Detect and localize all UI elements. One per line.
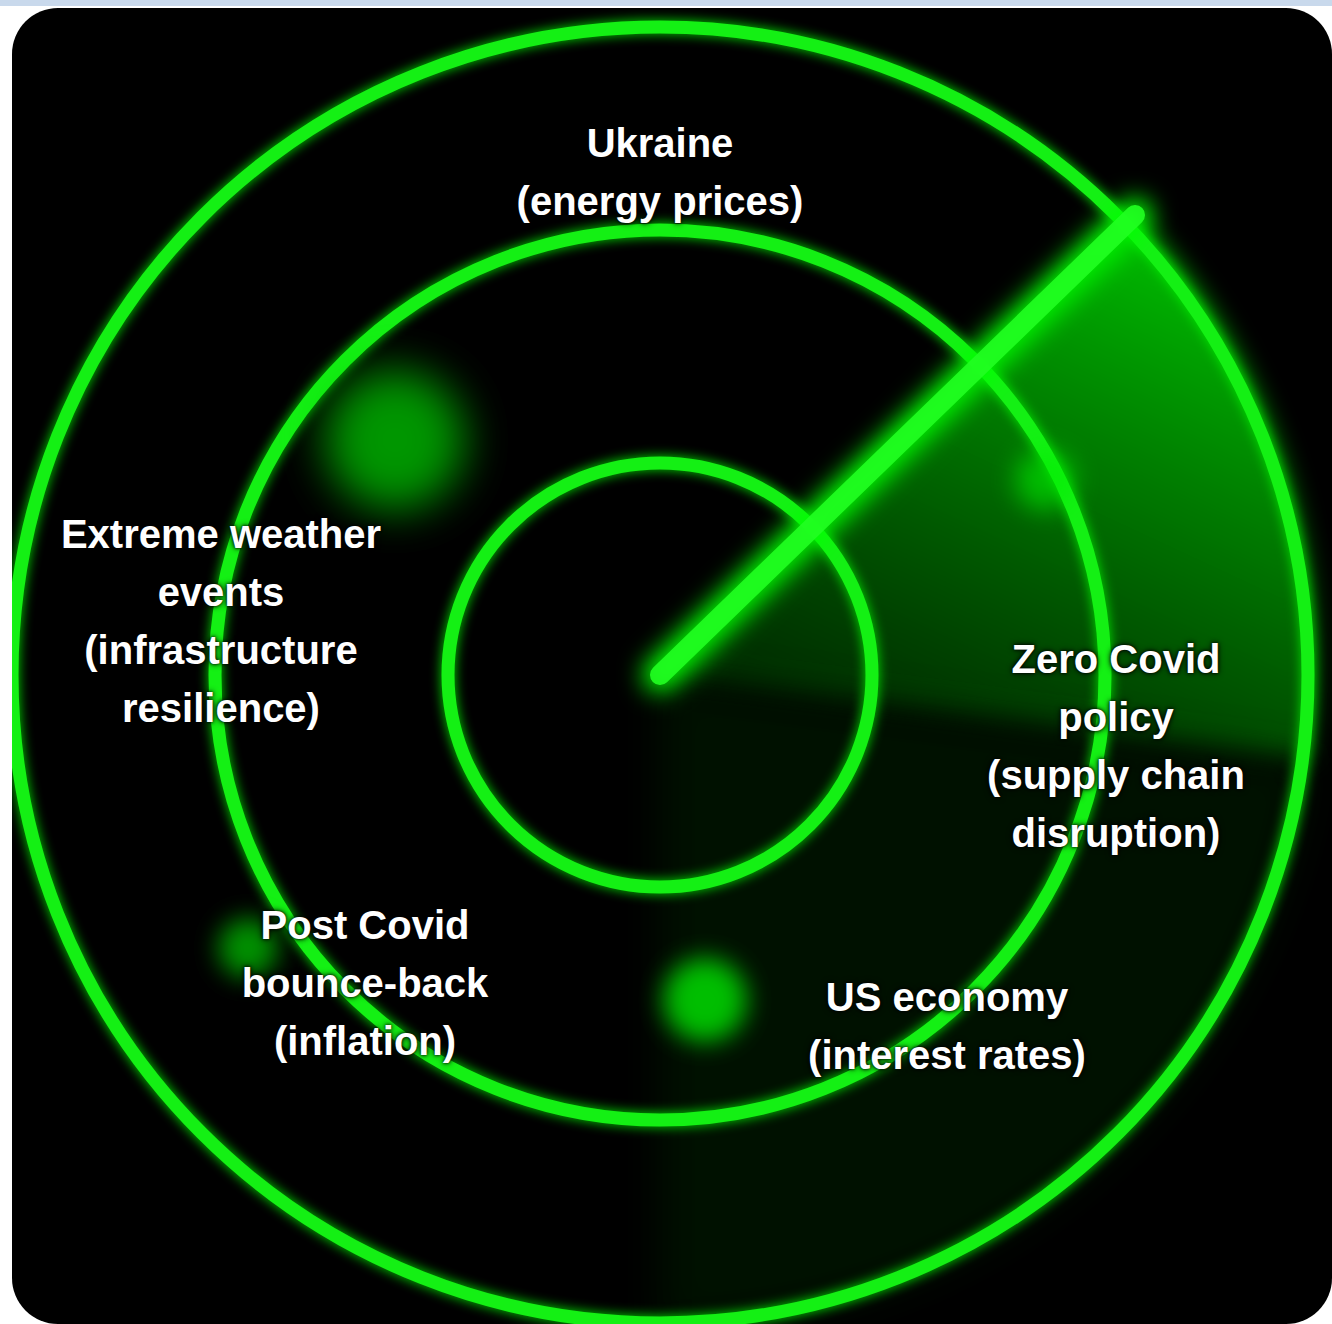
- radar-blip: [325, 370, 465, 510]
- blip-label: US economy: [826, 968, 1068, 1026]
- blip-sublabel: (inflation): [274, 1012, 456, 1070]
- ring-glow: [12, 27, 1308, 1323]
- top-bar: [0, 0, 1332, 6]
- outer-ring: [12, 27, 1308, 1323]
- blip-label: Ukraine: [587, 114, 734, 172]
- blip-label: Extreme weather events: [45, 505, 397, 621]
- blip-sublabel: (supply chain disruption): [956, 746, 1276, 862]
- blip-sublabel: (interest rates): [808, 1026, 1086, 1084]
- radar-screen: [12, 8, 1332, 1324]
- radar-blip: [663, 958, 747, 1042]
- blip-sublabel: (energy prices): [517, 172, 804, 230]
- sweep-glow: [660, 215, 1135, 675]
- sweep-trail: [660, 675, 1310, 1324]
- blip-label: Post Covid bounce-back: [209, 896, 521, 1012]
- blip-label: Zero Covid policy: [956, 630, 1276, 746]
- sweep-line: [660, 215, 1135, 675]
- blip-sublabel: (infrastructure resilience): [45, 621, 397, 737]
- radar-blip: [1015, 450, 1075, 510]
